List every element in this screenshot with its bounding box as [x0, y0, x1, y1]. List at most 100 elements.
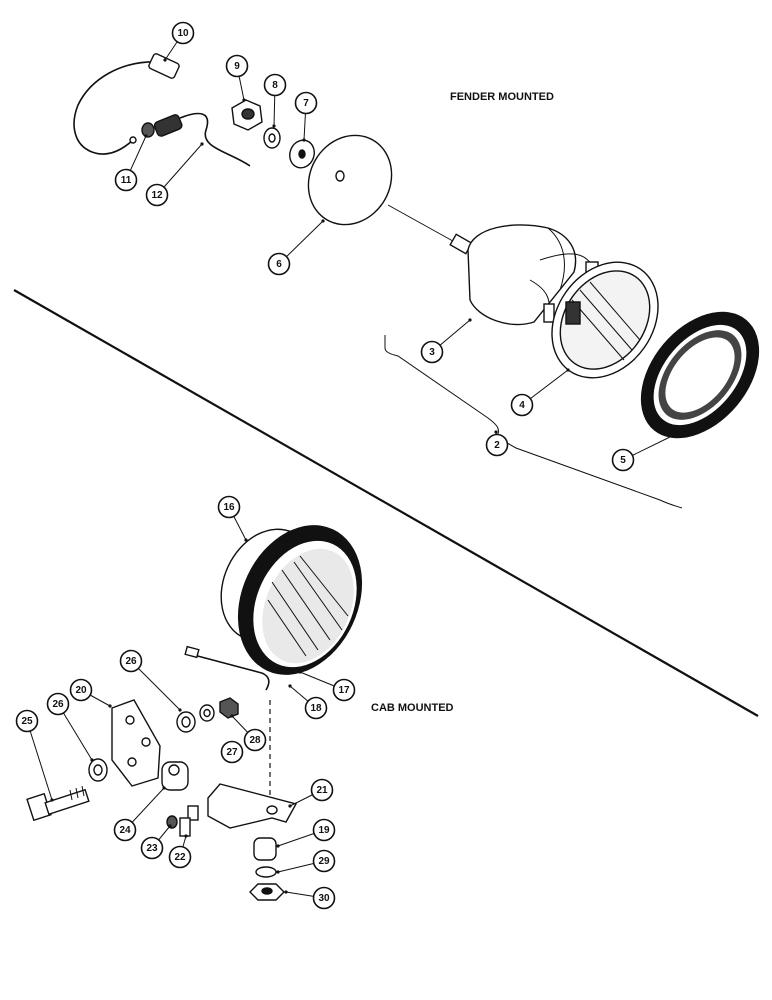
callout-leader-tip: [50, 798, 54, 802]
callout-circle: [243, 728, 267, 752]
callout-circle: [312, 849, 336, 873]
callout-28: 28: [230, 714, 267, 752]
part-10-wire-connector: [73, 53, 180, 155]
callout-circle: [140, 836, 164, 860]
part-22-screw: [179, 805, 199, 837]
callout-number: 23: [146, 843, 158, 854]
part-7-flat-washer: [289, 139, 315, 169]
callout-number: 8: [272, 80, 278, 91]
callout-number: 25: [21, 716, 33, 727]
callout-number: 19: [318, 825, 330, 836]
callout-circle: [220, 740, 244, 764]
callout-7: 7: [294, 91, 318, 142]
callout-2: 2: [485, 430, 509, 457]
callout-27: 27: [220, 740, 244, 764]
callout-leader-tip: [230, 714, 234, 718]
callout-circle: [168, 845, 192, 869]
part-small-washer: [199, 704, 215, 722]
callout-circle: [485, 433, 509, 457]
callout-8: 8: [263, 73, 287, 128]
callout-21: 21: [288, 778, 334, 808]
part-16-cab-lamp: [220, 525, 363, 675]
callout-number: 11: [121, 175, 132, 186]
fender-mounted-label: FENDER MOUNTED: [450, 91, 554, 103]
callout-number: 4: [519, 400, 525, 411]
callout-leader-tip: [272, 124, 276, 128]
part-28-nut: [219, 697, 239, 719]
callout-leader-tip: [302, 138, 306, 142]
callout-leader-tip: [108, 704, 112, 708]
callout-leader-tip: [288, 804, 292, 808]
part-29-washer: [255, 866, 277, 878]
callout-leader-tip: [566, 368, 570, 372]
part-6-mounting-plate: [307, 134, 393, 226]
callout-9: 9: [225, 54, 249, 102]
callout-circle: [267, 252, 291, 276]
callout-19: 19: [276, 818, 336, 848]
callout-leader-tip: [494, 430, 498, 434]
callout-leader-tip: [184, 834, 188, 838]
callout-circle: [113, 818, 137, 842]
part-5-bezel-ring: [640, 311, 760, 439]
part-9-nut: [231, 99, 263, 131]
callout-layer: 1098711126342516262028252627171824232221…: [15, 21, 674, 910]
part-24-spacer: [161, 761, 189, 791]
callout-circle: [611, 448, 635, 472]
callout-circle: [114, 168, 138, 192]
callout-number: 10: [177, 28, 189, 39]
lamp-pigtail-wire: [184, 645, 270, 691]
callout-number: 27: [226, 747, 238, 758]
callout-circle: [217, 495, 241, 519]
callout-leader-tip: [178, 708, 182, 712]
callout-leader-tip: [244, 538, 248, 542]
callout-26: 26: [46, 692, 94, 762]
part-19-spacer: [253, 837, 277, 861]
callout-6: 6: [267, 219, 325, 276]
callout-number: 3: [429, 347, 435, 358]
callout-number: 30: [318, 893, 330, 904]
callout-number: 6: [276, 259, 282, 270]
callout-11: 11: [114, 134, 148, 192]
callout-3: 3: [420, 318, 472, 364]
callout-number: 22: [174, 852, 186, 863]
callout-circle: [263, 73, 287, 97]
part-26-washer-upper: [176, 711, 196, 733]
callout-26: 26: [119, 649, 182, 712]
callout-number: 12: [151, 190, 163, 201]
part-25-bolt: [26, 785, 90, 822]
callout-leader-tip: [321, 219, 325, 223]
cab-mounted-label: CAB MOUNTED: [371, 702, 454, 714]
callout-circle: [145, 183, 169, 207]
callout-circle: [46, 692, 70, 716]
callout-leader-tip: [284, 890, 288, 894]
callout-24: 24: [113, 786, 166, 842]
callout-20: 20: [69, 678, 112, 708]
callout-circle: [294, 91, 318, 115]
callout-number: 28: [249, 735, 261, 746]
callout-circle: [171, 21, 195, 45]
callout-17: 17: [298, 670, 356, 702]
part-8-lock-washer: [263, 127, 281, 149]
part-26-washer-lower: [88, 758, 108, 782]
callout-number: 24: [119, 825, 131, 836]
callout-leader-tip: [242, 98, 246, 102]
callout-circle: [15, 709, 39, 733]
callout-leader-line: [26, 720, 53, 801]
callout-number: 26: [52, 699, 64, 710]
callout-number: 21: [316, 785, 328, 796]
callout-4: 4: [510, 368, 570, 417]
callout-number: 7: [303, 98, 309, 109]
callout-circle: [225, 54, 249, 78]
callout-leader-tip: [163, 58, 167, 62]
callout-29: 29: [276, 849, 336, 874]
callout-circle: [304, 696, 328, 720]
callout-number: 17: [338, 685, 350, 696]
section-divider-line: [13, 289, 759, 717]
callout-leader-tip: [144, 134, 148, 138]
callout-leader-tip: [276, 844, 280, 848]
callout-22: 22: [168, 834, 192, 869]
callout-number: 18: [310, 703, 322, 714]
callout-leader-tip: [168, 824, 172, 828]
callout-leader-tip: [162, 786, 166, 790]
